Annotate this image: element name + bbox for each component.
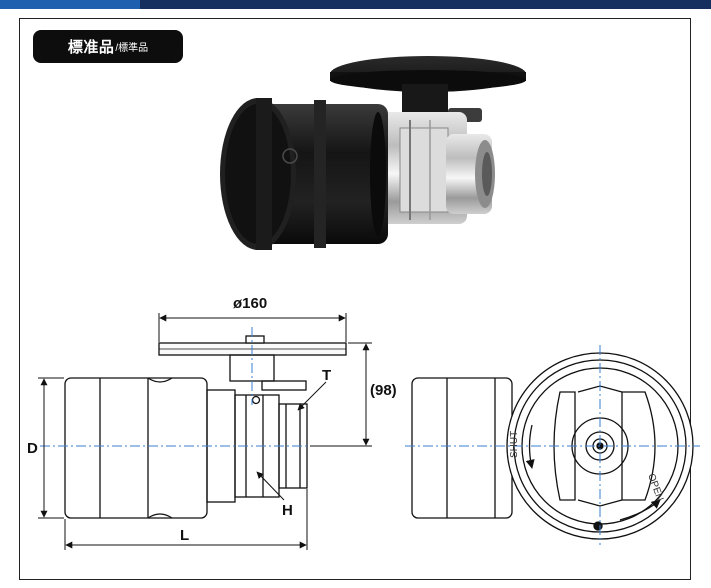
end-centerlines xyxy=(405,345,700,545)
side-centerlines xyxy=(40,327,335,447)
badge-main-label: 標准品 xyxy=(67,39,115,56)
product-badge: 標准品 /標準品 xyxy=(33,30,183,63)
dim-height: (98) xyxy=(370,382,397,399)
dial-shut-label: SHUT xyxy=(509,431,520,458)
dimension-lines xyxy=(38,313,372,550)
badge-sub-label: /標準品 xyxy=(115,43,149,54)
dim-length: L xyxy=(180,527,189,544)
dim-diameter: ø160 xyxy=(233,295,267,312)
dim-outer: D xyxy=(27,440,38,457)
header-accent xyxy=(0,0,140,9)
dim-hex: H xyxy=(282,502,293,519)
product-photo xyxy=(220,56,526,250)
side-view-drawing xyxy=(64,335,347,519)
header-bar xyxy=(0,0,711,9)
dim-thread: T xyxy=(322,367,331,384)
